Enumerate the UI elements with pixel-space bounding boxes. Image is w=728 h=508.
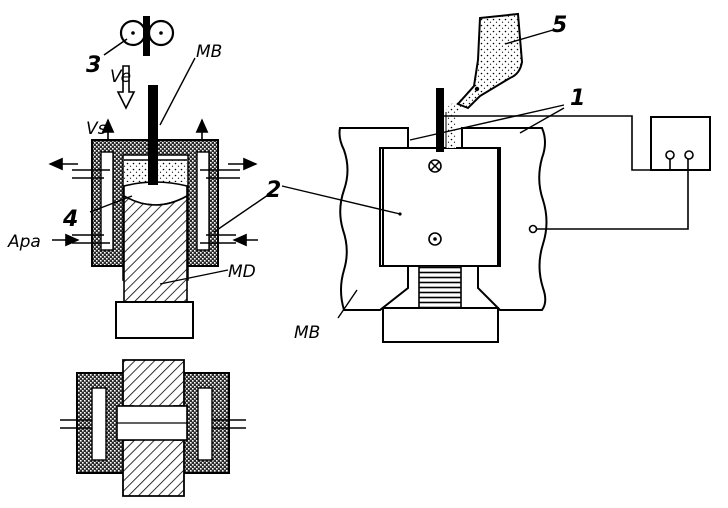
power-supply	[650, 116, 711, 171]
right-assembly	[338, 88, 548, 343]
label-3: 3	[86, 53, 101, 78]
label-apa: Apa	[7, 232, 41, 252]
label-1: 1	[570, 86, 585, 111]
label-md: MD	[228, 262, 256, 282]
label-vs: Vs	[86, 119, 107, 139]
flow-arrows	[48, 118, 258, 247]
leaders-right	[281, 29, 565, 319]
hopper	[456, 12, 524, 110]
mould-assembly	[91, 85, 219, 339]
label-mb-top: MB	[196, 42, 222, 62]
leaders-left	[89, 57, 269, 285]
label-mb-right: MB	[294, 323, 320, 343]
feed-rollers	[103, 16, 175, 56]
label-4: 4	[62, 207, 78, 232]
mould-section-bottom	[60, 359, 246, 497]
label-5: 5	[552, 13, 567, 38]
ve-arrow	[116, 65, 136, 110]
wires	[444, 115, 689, 230]
label-2: 2	[266, 178, 281, 203]
label-ve: Ve	[110, 67, 131, 87]
